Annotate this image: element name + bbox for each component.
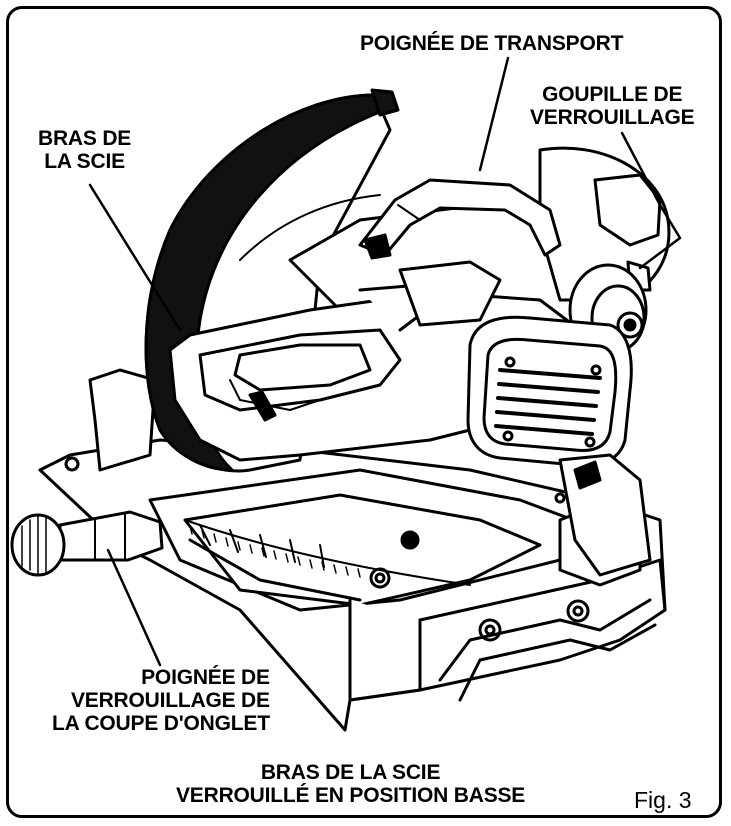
- carry-handle: [358, 178, 562, 260]
- label-lock-pin: GOUPILLE DE VERROUILLAGE: [530, 83, 695, 129]
- leader-saw-arm: [88, 183, 182, 332]
- pivot-column: [554, 453, 652, 577]
- figure-number: Fig. 3: [634, 787, 692, 813]
- figure-frame: [6, 6, 722, 818]
- leader-lines: [88, 56, 682, 667]
- miter-scale: [184, 519, 471, 586]
- leader-lock-pin: [620, 131, 682, 270]
- leader-carry-handle: [478, 56, 510, 172]
- label-saw-arm: BRAS DE LA SCIE: [38, 127, 132, 173]
- label-carry-handle: POIGNÉE DE TRANSPORT: [360, 32, 624, 55]
- miter-lock-knob: [10, 510, 164, 577]
- leader-miter-lock: [106, 548, 162, 667]
- motor-end-cap: [466, 315, 633, 468]
- label-miter-lock-handle: POIGNÉE DE VERROUILLAGE DE LA COUPE D'ON…: [52, 666, 270, 735]
- caption: BRAS DE LA SCIE VERROUILLÉ EN POSITION B…: [176, 761, 526, 807]
